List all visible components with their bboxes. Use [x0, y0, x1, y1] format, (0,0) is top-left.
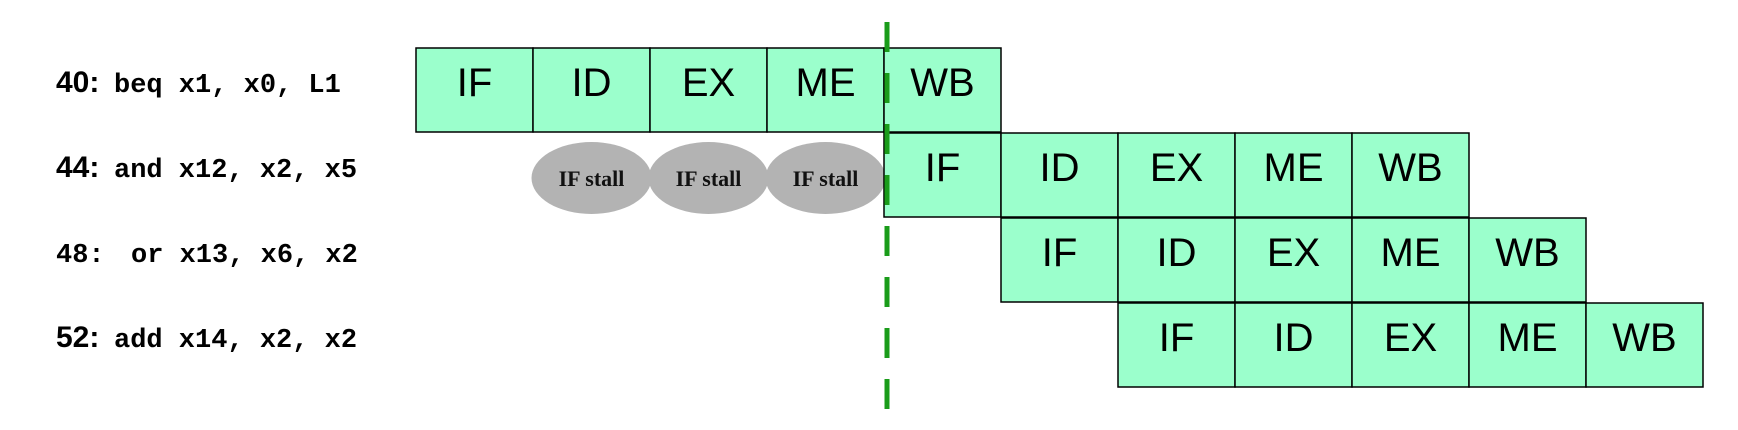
stage-box	[883, 47, 1002, 133]
stage-box	[1468, 217, 1587, 303]
instruction-address: 40:	[56, 66, 99, 99]
instruction-labels: 40: beq x1, x0, L1 44: and x12, x2, x5 48: or…	[56, 66, 358, 356]
stage-cell: ME	[766, 47, 885, 133]
instruction-address: 52:	[56, 321, 99, 354]
stage-box	[1000, 217, 1119, 303]
stage-label: EX	[682, 61, 735, 105]
stage-cell: EX	[1117, 132, 1236, 218]
stage-cell: WB	[1351, 132, 1470, 218]
stall-ellipse	[531, 142, 652, 214]
stage-label: ME	[796, 61, 856, 105]
stage-box	[1234, 132, 1353, 218]
stage-cell: IF	[1000, 217, 1119, 303]
stall-label: IF stall	[793, 166, 859, 191]
stage-box	[883, 132, 1002, 218]
stage-cell: WB	[1585, 302, 1704, 388]
instruction-address: 48:	[56, 241, 105, 271]
stage-cell: ME	[1234, 132, 1353, 218]
stall-label: IF stall	[559, 166, 625, 191]
stage-label: WB	[1495, 231, 1559, 275]
stage-box	[1234, 302, 1353, 388]
stall-ellipse	[648, 142, 769, 214]
stage-cell: EX	[649, 47, 768, 133]
stage-box	[1585, 302, 1704, 388]
stage-cell: ID	[1234, 302, 1353, 388]
stage-cell: IF	[1117, 302, 1236, 388]
stage-cell: ME	[1351, 217, 1470, 303]
stage-label: IF	[1159, 316, 1195, 360]
stage-label: ID	[1157, 231, 1197, 275]
stage-box	[1117, 302, 1236, 388]
stage-box	[1234, 217, 1353, 303]
stage-label: ID	[1040, 146, 1080, 190]
instruction-code: add x14, x2, x2	[114, 326, 357, 356]
stage-box	[1351, 302, 1470, 388]
pipeline-stages: IF ID EX ME WB IF ID EX ME WB IF ID EX ME WB IF ID EX ME WB	[415, 47, 1704, 388]
stage-label: EX	[1150, 146, 1203, 190]
stage-label: WB	[1378, 146, 1442, 190]
stage-box	[415, 47, 534, 133]
stage-label: IF	[457, 61, 493, 105]
stall-bubble: IF stall	[765, 142, 886, 214]
stage-label: ID	[572, 61, 612, 105]
stage-label: IF	[925, 146, 961, 190]
stage-box	[766, 47, 885, 133]
stage-cell: WB	[883, 47, 1002, 133]
stage-label: ME	[1498, 316, 1558, 360]
stage-label: WB	[910, 61, 974, 105]
stall-bubbles: IF stall IF stall IF stall	[531, 142, 886, 214]
stage-label: EX	[1267, 231, 1320, 275]
stage-box	[532, 47, 651, 133]
stall-bubble: IF stall	[648, 142, 769, 214]
stage-cell: WB	[1468, 217, 1587, 303]
stage-label: IF	[1042, 231, 1078, 275]
stall-label: IF stall	[676, 166, 742, 191]
stage-cell: ME	[1468, 302, 1587, 388]
stage-cell: ID	[1117, 217, 1236, 303]
stage-cell: ID	[1000, 132, 1119, 218]
stage-cell: EX	[1351, 302, 1470, 388]
stage-label: ME	[1381, 231, 1441, 275]
stage-label: ME	[1264, 146, 1324, 190]
stage-label: WB	[1612, 316, 1676, 360]
instruction-address: 44:	[56, 151, 99, 184]
stage-label: ID	[1274, 316, 1314, 360]
instruction-code: or x13, x6, x2	[131, 241, 358, 271]
stage-cell: ID	[532, 47, 651, 133]
stall-ellipse	[765, 142, 886, 214]
stage-cell: EX	[1234, 217, 1353, 303]
stall-bubble: IF stall	[531, 142, 652, 214]
stage-box	[1468, 302, 1587, 388]
stage-label: EX	[1384, 316, 1437, 360]
stage-cell: IF	[415, 47, 534, 133]
stage-box	[1000, 132, 1119, 218]
stage-cell: IF	[883, 132, 1002, 218]
instruction-code: and x12, x2, x5	[114, 156, 357, 186]
instruction-code: beq x1, x0, L1	[114, 71, 341, 101]
stage-box	[649, 47, 768, 133]
stage-box	[1351, 132, 1470, 218]
